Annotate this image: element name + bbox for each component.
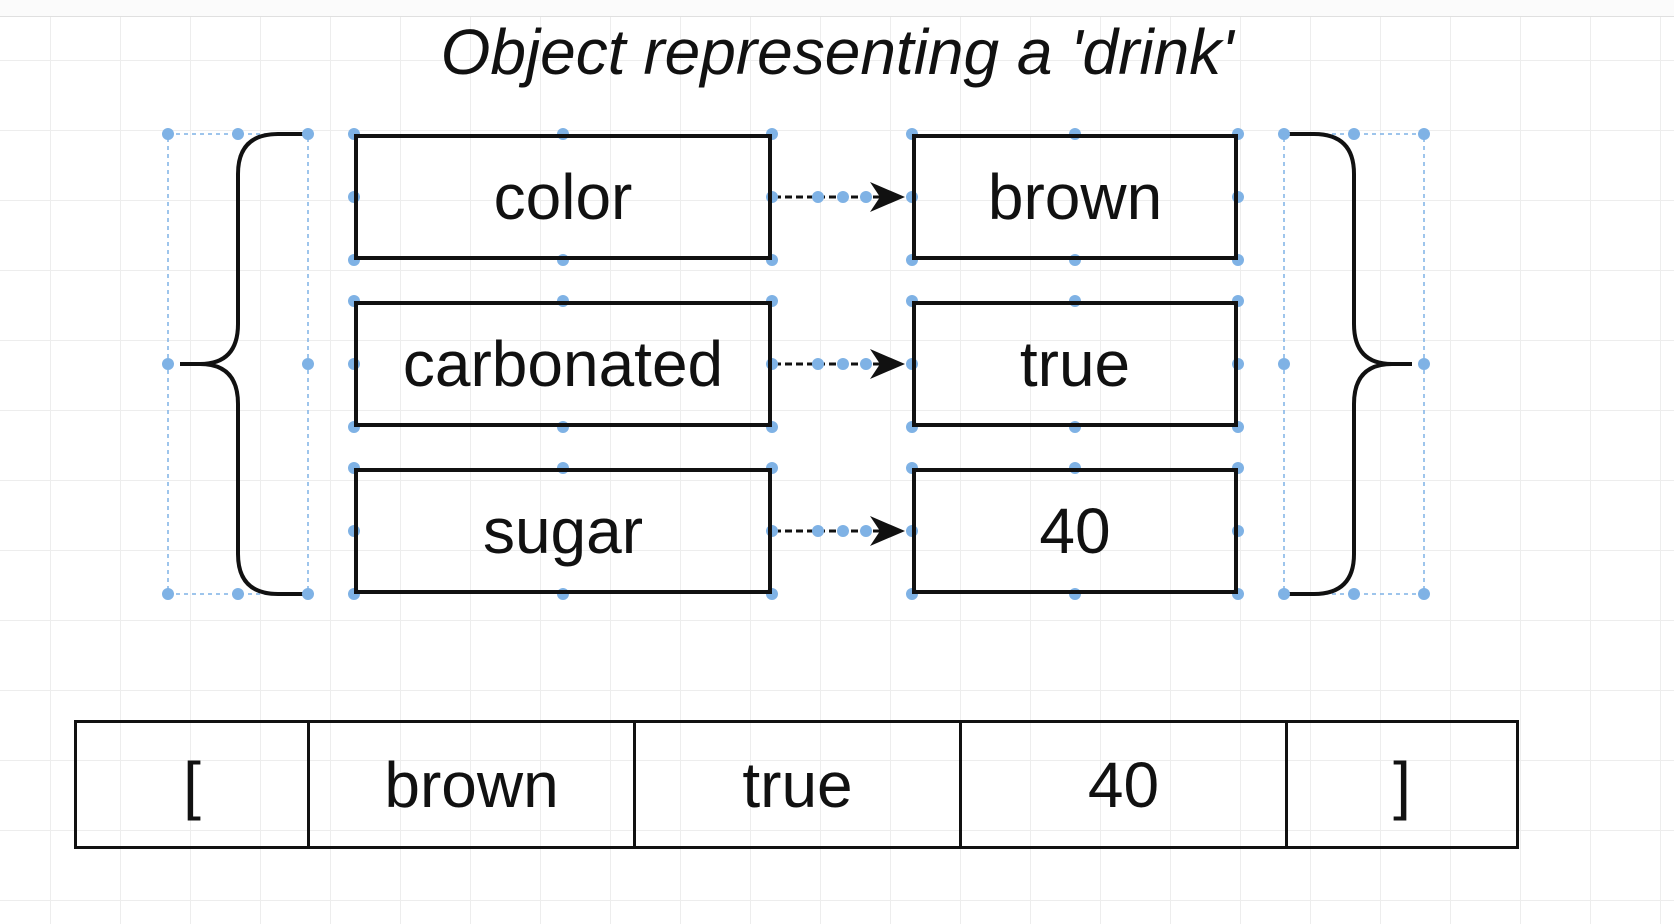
key-box-sugar[interactable]: sugar [354, 468, 772, 594]
key-label-sugar: sugar [482, 495, 644, 567]
key-label-color: color [493, 161, 633, 233]
arrowhead-color [870, 182, 905, 212]
value-box-color[interactable]: brown [912, 134, 1238, 260]
right-brace [1284, 132, 1412, 596]
key-label-carbonated: carbonated [402, 328, 724, 400]
value-box-carbonated[interactable]: true [912, 301, 1238, 427]
value-label-color: brown [987, 161, 1163, 233]
key-box-color[interactable]: color [354, 134, 772, 260]
value-label-sugar: 40 [1039, 495, 1111, 567]
array-value-brown: brown [384, 748, 559, 821]
toolbar-strip [0, 0, 1674, 17]
array-cell-brown[interactable]: brown [307, 720, 636, 849]
arrowhead-carbonated [870, 349, 905, 379]
key-box-carbonated[interactable]: carbonated [354, 301, 772, 427]
array-cell-open-bracket[interactable]: [ [74, 720, 310, 849]
left-brace [180, 132, 308, 596]
diagram-title: Object representing a 'drink' [440, 16, 1234, 88]
arrowhead-sugar [870, 516, 905, 546]
array-cell-close-bracket[interactable]: ] [1285, 720, 1519, 849]
array-cell-40[interactable]: 40 [959, 720, 1288, 849]
array-cell-true[interactable]: true [633, 720, 962, 849]
value-label-carbonated: true [1019, 328, 1131, 400]
array-value-true: true [742, 748, 853, 821]
array-open-bracket: [ [183, 748, 201, 821]
array-close-bracket: ] [1393, 748, 1411, 821]
array-value-40: 40 [1087, 748, 1160, 821]
value-box-sugar[interactable]: 40 [912, 468, 1238, 594]
